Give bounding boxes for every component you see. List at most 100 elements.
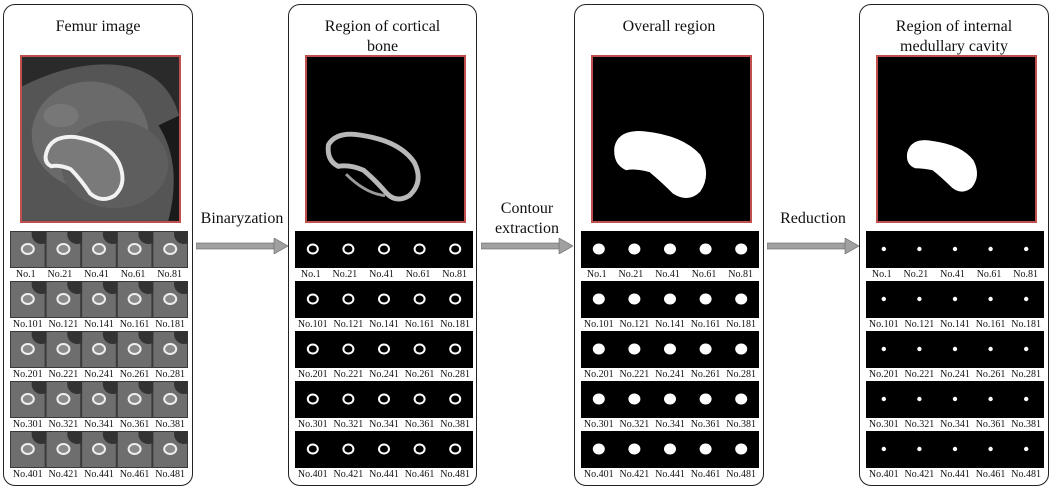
slice-label: No.321 — [619, 419, 650, 430]
slice-strip — [295, 281, 473, 318]
slice-labels: No.301 No.321 No.341 No.361 No.381 — [581, 419, 759, 431]
slice-label: No.41 — [655, 269, 680, 280]
slice-thumbnail — [342, 393, 355, 405]
slice-thumbnail — [117, 231, 159, 267]
slice-label: No.421 — [619, 469, 650, 480]
slice-thumbnail — [413, 243, 426, 255]
slice-thumbnail — [342, 343, 355, 355]
slice-thumbnail — [449, 393, 462, 405]
slice-strip — [581, 381, 759, 418]
panel-title-line: Region of internal — [895, 18, 1013, 35]
slice-thumbnail — [306, 243, 319, 255]
slice-strip — [866, 331, 1044, 368]
step-label-line: Binaryzation — [200, 210, 284, 227]
slice-thumbnail — [378, 293, 390, 305]
slice-thumbnail — [735, 243, 748, 255]
slice-thumbnail — [413, 393, 426, 405]
slice-label: No.161 — [404, 319, 435, 330]
slice-label: No.381 — [155, 419, 186, 430]
slice-strip — [10, 231, 188, 268]
slice-thumbnail — [153, 331, 188, 367]
slice-labels: No.201 No.221 No.241 No.261 No.281 — [581, 369, 759, 381]
slice-thumbnail — [11, 281, 52, 317]
medullary-cavity-image — [876, 55, 1037, 223]
step-label-binaryzation: Binaryzation — [197, 209, 287, 229]
slice-label: No.261 — [690, 369, 721, 380]
slice-thumbnail — [917, 346, 922, 352]
slice-strip — [581, 431, 759, 468]
slice-label: No.61 — [976, 269, 1002, 280]
slice-strip — [10, 381, 188, 418]
slice-label: No.21 — [618, 269, 644, 280]
slice-thumbnail — [153, 431, 188, 467]
panel-femur-image: Femur image No.1 No.21 No.41 No.61 No.81… — [3, 4, 193, 486]
slice-thumbnail — [664, 343, 676, 355]
slice-thumbnail — [1024, 296, 1029, 302]
slice-thumbnail — [664, 243, 676, 255]
slice-strip — [295, 231, 473, 268]
slice-labels: No.201 No.221 No.241 No.261 No.281 — [10, 369, 188, 381]
slice-label: No.401 — [297, 469, 328, 480]
slice-label: No.121 — [904, 319, 935, 330]
slice-thumbnail — [952, 246, 958, 252]
slice-thumbnail — [699, 243, 712, 255]
slice-thumbnail — [306, 443, 319, 455]
slice-label: No.1 — [871, 269, 892, 280]
slice-label: No.341 — [369, 419, 399, 430]
slice-thumbnail — [117, 431, 159, 467]
slice-strip — [581, 331, 759, 368]
slice-label: No.141 — [84, 319, 114, 330]
slice-label: No.201 — [583, 369, 614, 380]
slice-thumbnail — [592, 443, 605, 455]
slice-thumbnail — [46, 281, 88, 317]
slice-labels: No.301 No.321 No.341 No.361 No.381 — [295, 419, 473, 431]
slice-label: No.281 — [726, 369, 757, 380]
slice-thumbnail — [306, 343, 319, 355]
slice-label: No.381 — [1011, 419, 1042, 430]
slice-label: No.141 — [940, 319, 970, 330]
slice-labels: No.401 No.421 No.441 No.461 No.481 — [10, 469, 188, 481]
slice-label: No.41 — [940, 269, 965, 280]
slice-thumbnail — [735, 293, 748, 305]
slice-strip — [10, 281, 188, 318]
slice-strip — [866, 231, 1044, 268]
slice-label: No.261 — [975, 369, 1006, 380]
slice-labels: No.401 No.421 No.441 No.461 No.481 — [866, 469, 1044, 481]
slice-label: No.301 — [583, 419, 614, 430]
slice-label: No.241 — [369, 369, 399, 380]
slice-thumbnail — [735, 443, 748, 455]
slice-label: No.121 — [48, 319, 79, 330]
slice-thumbnail — [988, 346, 993, 352]
panel-title-line: Femur image — [55, 18, 141, 35]
slice-label: No.441 — [940, 469, 970, 480]
slice-label: No.21 — [47, 269, 73, 280]
slice-labels: No.1 No.21 No.41 No.61 No.81 — [295, 269, 473, 281]
slice-thumbnail — [1024, 446, 1029, 452]
slice-thumbnail — [952, 396, 958, 402]
slice-thumbnail — [413, 293, 426, 305]
slice-label: No.161 — [119, 319, 150, 330]
slice-labels: No.1 No.21 No.41 No.61 No.81 — [581, 269, 759, 281]
slice-label: No.281 — [155, 369, 186, 380]
slice-thumbnail — [46, 331, 88, 367]
step-label-line: extraction — [495, 220, 559, 237]
panel-title: Region of cortical bone — [289, 17, 476, 57]
slice-labels: No.1 No.21 No.41 No.61 No.81 — [866, 269, 1044, 281]
slice-strip — [295, 381, 473, 418]
slice-label: No.61 — [405, 269, 431, 280]
slice-thumbnail — [11, 381, 52, 417]
slice-thumbnail — [664, 443, 676, 455]
slice-thumbnail — [449, 443, 462, 455]
slice-label: No.481 — [1011, 469, 1042, 480]
slice-label: No.201 — [297, 369, 328, 380]
slice-thumbnail — [117, 381, 159, 417]
slice-strip — [295, 431, 473, 468]
slice-thumbnail — [11, 331, 52, 367]
panel-title-line: medullary cavity — [900, 38, 1008, 55]
slice-label: No.1 — [300, 269, 321, 280]
slice-thumbnail — [117, 331, 159, 367]
slice-label: No.341 — [84, 419, 114, 430]
slice-labels: No.201 No.221 No.241 No.261 No.281 — [866, 369, 1044, 381]
slice-label: No.261 — [119, 369, 150, 380]
slice-label: No.361 — [975, 419, 1006, 430]
